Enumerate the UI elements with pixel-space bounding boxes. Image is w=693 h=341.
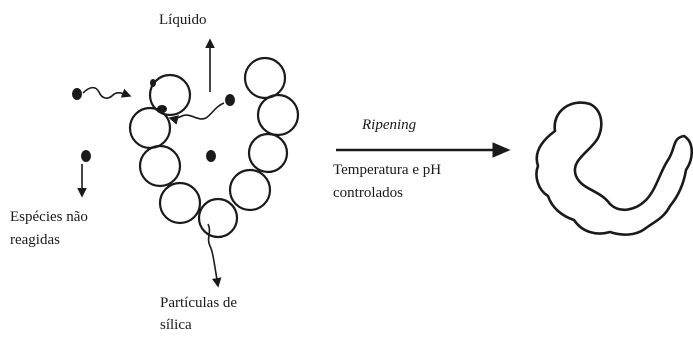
wavy-arrow (82, 86, 132, 99)
silica-particle (138, 144, 182, 188)
silica-particles-label-line1: Partículas de (160, 295, 238, 311)
species-dot (81, 150, 91, 162)
ripening-label: Ripening (362, 117, 417, 133)
species-dot (225, 94, 235, 106)
wavy-arrow (207, 223, 222, 288)
silica-particle (158, 181, 202, 225)
conditions-label-line2: controlados (333, 185, 403, 201)
silica-particle (128, 106, 172, 150)
conditions-label-line1: Temperatura e pH (333, 162, 442, 178)
silica-particle (148, 73, 192, 117)
liquid-label: Líquido (159, 12, 207, 28)
silica-particle (243, 56, 287, 100)
silica-particles-label-line2: sílica (160, 317, 192, 333)
species-dot (157, 105, 167, 113)
silica-particle (197, 197, 239, 239)
species-dot (206, 150, 216, 162)
unreacted-species-label-line2: reagidas (10, 232, 60, 248)
species-dot (72, 88, 82, 100)
silica-particle-chain (128, 56, 300, 239)
unreacted-species-label-line1: Espécies não (10, 209, 88, 225)
silica-particle (256, 93, 300, 137)
migration-arrows (82, 86, 225, 288)
silica-particle (228, 168, 272, 212)
species-dot (150, 79, 156, 87)
unreacted-species (72, 79, 235, 162)
wavy-arrow (168, 102, 225, 125)
fused-silica-chain (535, 101, 693, 236)
silica-particle (247, 132, 289, 174)
